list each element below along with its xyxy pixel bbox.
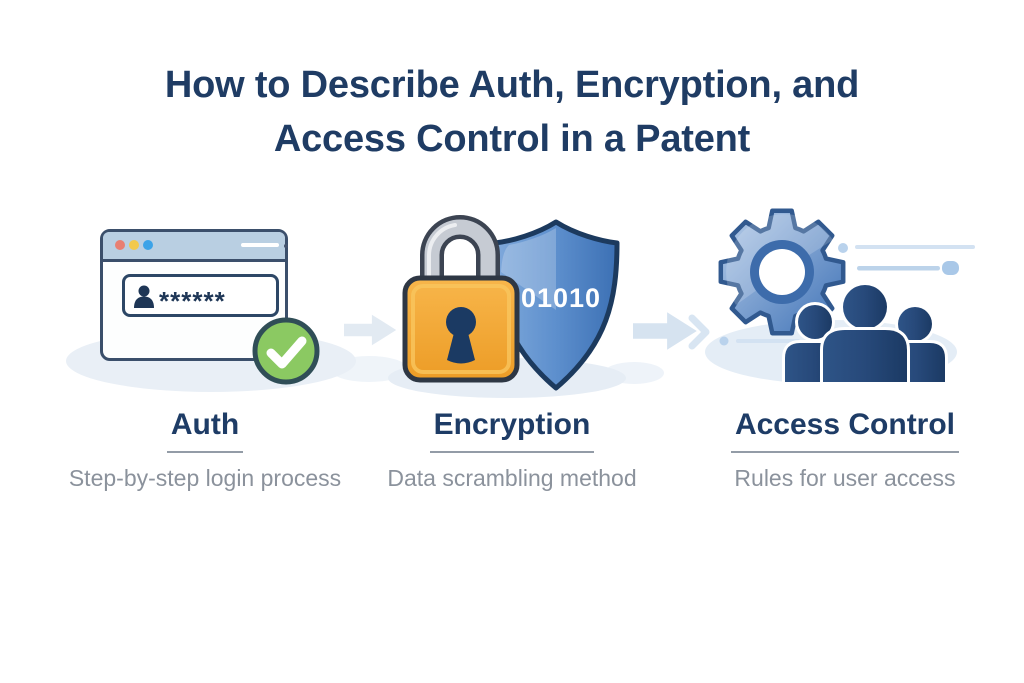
padlock-body: [402, 275, 520, 383]
user-center: [820, 282, 910, 385]
user-group-icon: [782, 282, 948, 385]
padlock-shield-icon: 101010: [402, 215, 620, 391]
section-desc-encryption: Data scrambling method: [387, 465, 637, 491]
title-line-1: How to Describe Auth, Encryption, and: [164, 64, 860, 106]
arrow-right-icon-1: [344, 314, 397, 346]
titlebar-line: [241, 243, 279, 247]
section-encryption: Encryption Data scrambling method: [357, 408, 667, 492]
section-desc-auth: Step-by-step login process: [68, 465, 342, 491]
section-auth: Auth Step-by-step login process: [40, 408, 370, 492]
section-label-auth: Auth: [166, 408, 244, 453]
user-icon: [134, 285, 154, 308]
window-dot-yellow: [129, 240, 139, 250]
password-mask: ******: [159, 286, 226, 316]
section-label-access-control: Access Control: [730, 408, 960, 453]
keyhole-icon: [446, 307, 476, 337]
section-label-encryption: Encryption: [429, 408, 595, 453]
padlock-shackle: [420, 215, 500, 298]
section-access-control: Access Control Rules for user access: [695, 408, 995, 492]
section-desc-access-control: Rules for user access: [734, 465, 956, 491]
checkmark-icon: [252, 317, 320, 385]
title-line-2: Access Control in a Patent: [273, 118, 751, 160]
window-titlebar: [103, 232, 288, 262]
motion-lines: [719, 243, 975, 346]
chevron-right-icon: [688, 314, 710, 350]
arrow-right-icon-2: [633, 312, 697, 350]
window-dot-red: [115, 240, 125, 250]
titlebar-dot: [284, 244, 288, 248]
window-dot-blue: [143, 240, 153, 250]
gear-users-icon: [688, 208, 975, 385]
shield-icon: 101010: [492, 219, 620, 391]
page-title: How to Describe Auth, Encryption, and Ac…: [0, 58, 1024, 166]
login-window-icon: ******: [100, 229, 288, 361]
shield-binary-text: 101010: [505, 283, 601, 313]
password-field: ******: [122, 274, 279, 317]
